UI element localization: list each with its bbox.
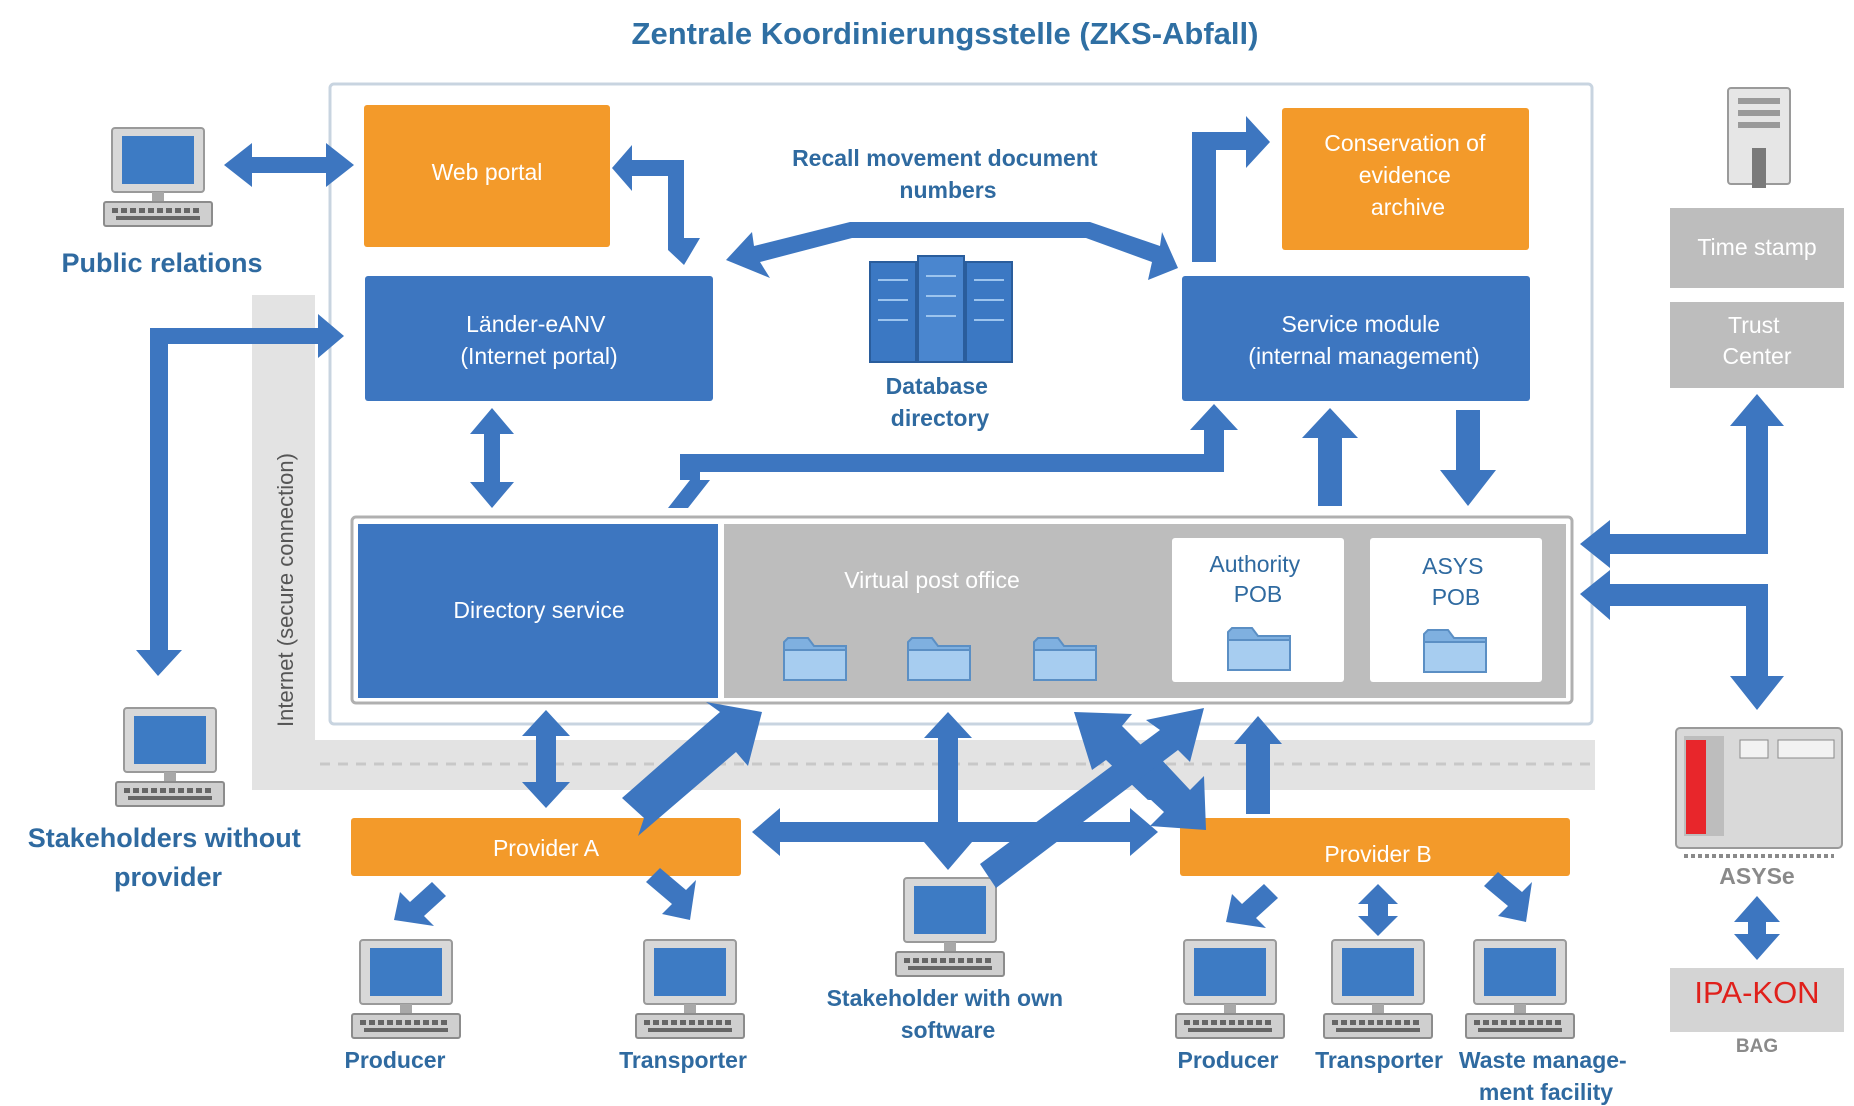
double-arrow-icon xyxy=(1358,884,1398,936)
computer-icon xyxy=(1465,939,1575,1039)
double-arrow-icon xyxy=(646,868,696,920)
double-arrow-icon xyxy=(980,708,1204,888)
waste-management-label: Waste manage- ment facility xyxy=(1459,1047,1633,1105)
asyse-server-icon xyxy=(1675,727,1843,858)
double-arrow-icon xyxy=(1734,896,1780,960)
transporter-b-label: Transporter xyxy=(1315,1047,1443,1073)
database-directory-label: Database directory xyxy=(886,373,995,431)
double-arrow-icon xyxy=(1580,570,1784,710)
computer-icon xyxy=(1175,939,1285,1039)
double-arrow-icon xyxy=(394,882,446,926)
public-relations-label: Public relations xyxy=(61,248,262,278)
computer-icon xyxy=(1323,939,1433,1039)
double-arrow-icon xyxy=(136,314,344,676)
computer-icon xyxy=(635,939,745,1039)
asys-pob-label: ASYS POB xyxy=(1422,553,1490,610)
stakeholder-own-software-label: Stakeholder with own software xyxy=(827,985,1070,1043)
internet-connection-label: Internet (secure connection) xyxy=(273,453,298,727)
provider-a-label: Provider A xyxy=(493,835,600,861)
provider-b-box xyxy=(1180,818,1570,876)
arrows xyxy=(136,116,1784,960)
double-arrow-icon xyxy=(622,702,762,836)
double-arrow-icon xyxy=(224,143,354,187)
ipa-kon-label: IPA-KON xyxy=(1694,975,1819,1010)
conservation-label: Conservation of evidence archive xyxy=(1324,130,1491,220)
provider-b-label: Provider B xyxy=(1324,841,1431,867)
double-arrow-icon xyxy=(668,404,1238,508)
computer-icon xyxy=(895,877,1005,977)
laender-eanv-box xyxy=(365,276,713,401)
double-arrow-icon xyxy=(522,710,570,808)
computer-icon xyxy=(103,127,213,227)
authority-pob-box xyxy=(1172,538,1344,682)
trust-center-label: Trust Center xyxy=(1722,312,1791,369)
conservation-archive-box xyxy=(1282,108,1529,250)
web-portal-label: Web portal xyxy=(432,159,543,185)
directory-service-label: Directory service xyxy=(453,597,624,623)
stakeholders-without-provider-label: Stakeholders without provider xyxy=(28,823,309,892)
double-arrow-icon xyxy=(1440,410,1496,506)
computer-icon xyxy=(115,707,225,807)
authority-pob-label: Authority POB xyxy=(1209,551,1306,607)
trust-center-box xyxy=(1670,302,1844,388)
producer-a-label: Producer xyxy=(345,1047,446,1073)
time-stamp-box xyxy=(1670,208,1844,288)
service-module-box xyxy=(1182,276,1530,401)
double-arrow-icon xyxy=(1580,394,1784,568)
bag-label: BAG xyxy=(1736,1036,1778,1057)
recall-label: Recall movement document numbers xyxy=(792,145,1104,203)
double-arrow-icon xyxy=(1226,884,1278,928)
asys-pob-box xyxy=(1370,538,1542,682)
diagram-title: Zentrale Koordinierungsstelle (ZKS-Abfal… xyxy=(632,16,1259,51)
double-arrow-icon xyxy=(1484,872,1532,922)
provider-a-box xyxy=(351,818,741,876)
double-arrow-icon xyxy=(1136,758,1206,830)
double-arrow-icon xyxy=(470,408,514,508)
ipa-kon-box xyxy=(1670,968,1844,1032)
producer-b-label: Producer xyxy=(1178,1047,1279,1073)
directory-service-box xyxy=(358,524,718,698)
double-arrow-icon xyxy=(1302,408,1358,506)
double-arrow-icon xyxy=(1192,116,1270,262)
time-stamp-label: Time stamp xyxy=(1697,234,1816,260)
virtual-post-office-label: Virtual post office xyxy=(844,567,1020,593)
web-portal-box xyxy=(364,105,610,247)
double-arrow-icon xyxy=(612,145,700,265)
asyse-label: ASYSe xyxy=(1719,863,1794,889)
service-module-label: Service module (internal management) xyxy=(1248,311,1479,369)
double-arrow-icon xyxy=(726,222,1178,280)
tower-server-icon xyxy=(1727,87,1791,188)
database-server-icon xyxy=(869,255,1013,363)
internet-band xyxy=(252,295,1595,790)
transporter-a-label: Transporter xyxy=(619,1047,747,1073)
double-arrow-icon xyxy=(1234,716,1282,814)
laender-eanv-label: Länder-eANV (Internet portal) xyxy=(460,311,617,369)
computer-icon xyxy=(351,939,461,1039)
double-arrow-icon xyxy=(924,712,972,870)
